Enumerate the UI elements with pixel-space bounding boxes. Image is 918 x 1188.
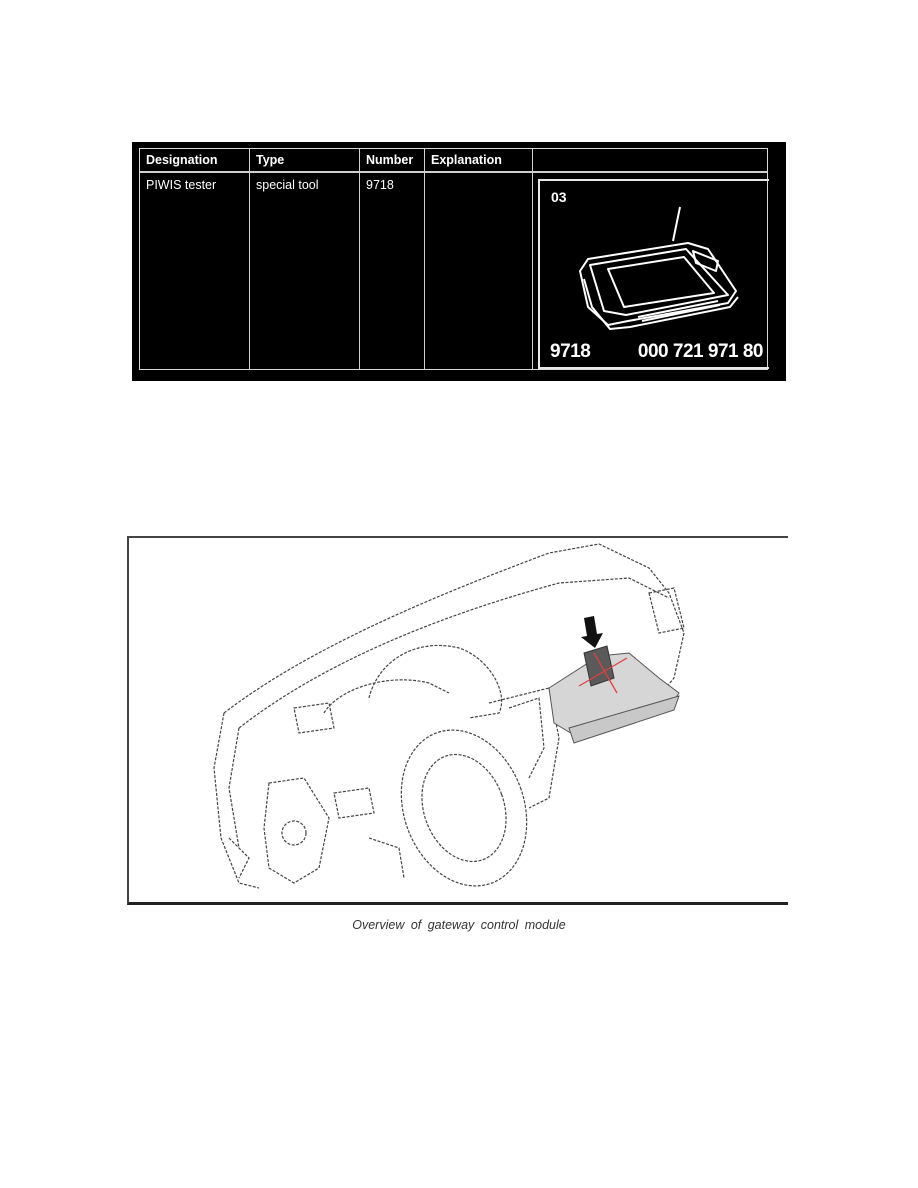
tool-image-panel: 03 9718 000 721 971 80	[538, 179, 769, 369]
header-image	[533, 149, 769, 172]
column-divider	[424, 149, 425, 369]
cell-number: 9718	[366, 178, 394, 192]
column-divider	[249, 149, 250, 369]
column-divider	[532, 149, 533, 369]
gateway-module-arrow-icon	[581, 616, 603, 648]
dashboard-exploded-view-illustration	[213, 543, 685, 889]
cell-designation: PIWIS tester	[146, 178, 217, 192]
header-explanation: Explanation	[431, 153, 502, 167]
header-type: Type	[256, 153, 285, 167]
header-number: Number	[366, 153, 414, 167]
tool-image-id: 03	[551, 189, 567, 205]
dashboard-figure	[127, 536, 788, 905]
figure-caption: Overview of gateway control module	[352, 918, 566, 932]
header-designation: Designation	[146, 153, 218, 167]
piwis-tester-tablet-icon	[579, 206, 739, 330]
tool-image-part-number: 000 721 971 80	[637, 341, 764, 362]
special-tool-table: Designation Type Number Explanation PIWI…	[132, 142, 786, 381]
tool-image-number: 9718	[550, 341, 591, 362]
cell-type: special tool	[256, 178, 319, 192]
header-divider	[140, 171, 767, 173]
special-tool-table-grid: Designation Type Number Explanation PIWI…	[139, 148, 769, 370]
column-divider	[359, 149, 360, 369]
